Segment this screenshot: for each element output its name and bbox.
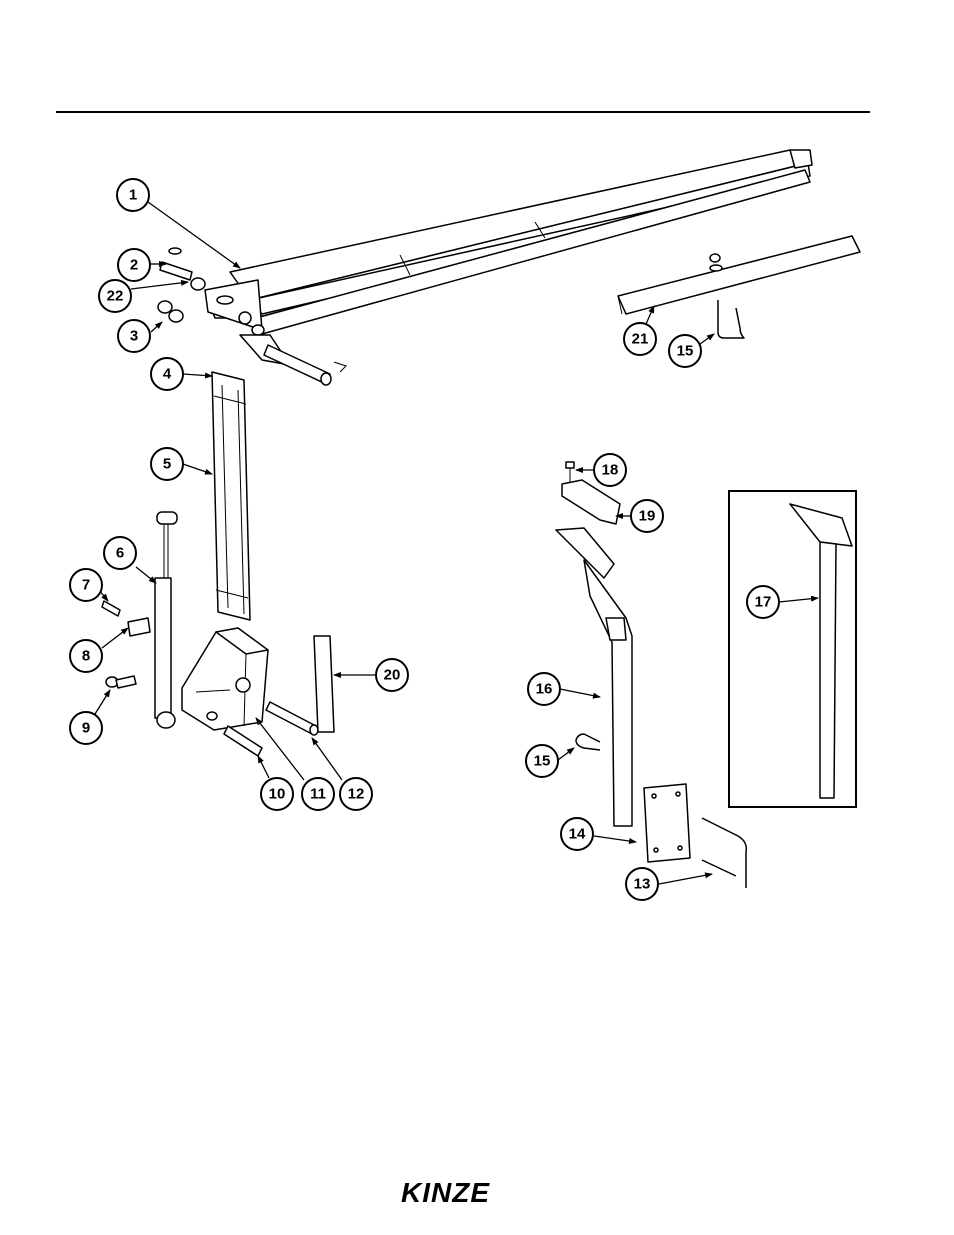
mounting-plate-drawing	[644, 784, 690, 862]
callout-21: 21	[624, 323, 656, 355]
cylinder-drawing	[155, 512, 177, 728]
pin-drawing	[266, 702, 318, 735]
callout-14: 14	[561, 818, 593, 850]
u-bolt-drawing	[576, 734, 600, 750]
svg-text:9: 9	[82, 720, 90, 737]
svg-text:19: 19	[639, 508, 656, 525]
stand-drawing	[556, 528, 632, 826]
u-bolt-drawing	[702, 818, 746, 888]
callout-2: 2	[118, 249, 150, 281]
svg-text:14: 14	[569, 826, 586, 843]
callout-12: 12	[340, 778, 372, 810]
callout-7: 7	[70, 569, 102, 601]
svg-text:2: 2	[130, 257, 138, 274]
svg-text:6: 6	[116, 545, 124, 562]
svg-text:18: 18	[602, 462, 619, 479]
svg-text:13: 13	[634, 876, 651, 893]
svg-text:8: 8	[82, 648, 90, 665]
bolt-drawing	[566, 462, 574, 482]
washer-drawing	[191, 278, 205, 290]
svg-text:15: 15	[534, 753, 551, 770]
bushing-drawing	[169, 310, 183, 322]
leader-lines	[95, 202, 818, 884]
svg-text:21: 21	[632, 331, 649, 348]
bolt-drawing	[102, 601, 120, 616]
callout-19: 19	[631, 500, 663, 532]
clip-drawing	[128, 618, 150, 636]
bolt-drawing	[106, 676, 136, 688]
pin-drawing	[224, 726, 262, 756]
square-bar-drawing	[618, 236, 860, 314]
callout-6: 6	[104, 537, 136, 569]
svg-text:1: 1	[129, 187, 137, 204]
svg-text:17: 17	[755, 594, 772, 611]
callout-17: 17	[747, 586, 779, 618]
svg-text:5: 5	[163, 456, 171, 473]
svg-text:16: 16	[536, 681, 553, 698]
long-pin-drawing	[264, 345, 346, 385]
plate-drawing	[314, 636, 334, 732]
callout-18: 18	[594, 454, 626, 486]
callout-11: 11	[302, 778, 334, 810]
u-bolt-drawing	[718, 300, 744, 338]
callout-15: 15	[526, 745, 558, 777]
callout-9: 9	[70, 712, 102, 744]
callout-22: 22	[99, 280, 131, 312]
svg-text:10: 10	[269, 786, 286, 803]
bracket-drawing	[182, 628, 268, 730]
callout-13: 13	[626, 868, 658, 900]
link-bar-drawing	[212, 372, 250, 620]
callout-1: 1	[117, 179, 149, 211]
callout-4: 4	[151, 358, 183, 390]
callout-3: 3	[118, 320, 150, 352]
svg-text:3: 3	[130, 328, 138, 345]
callout-16: 16	[528, 673, 560, 705]
svg-text:11: 11	[310, 786, 326, 803]
callout-10: 10	[261, 778, 293, 810]
bushing-drawing	[158, 301, 172, 313]
svg-text:4: 4	[163, 366, 172, 383]
svg-text:20: 20	[384, 667, 401, 684]
svg-text:22: 22	[107, 288, 124, 305]
kinze-logo: KINZE	[401, 1177, 490, 1208]
svg-text:15: 15	[677, 343, 694, 360]
svg-text:7: 7	[82, 577, 90, 594]
callout-15: 15	[669, 335, 701, 367]
callout-20: 20	[376, 659, 408, 691]
svg-text:12: 12	[348, 786, 365, 803]
callout-5: 5	[151, 448, 183, 480]
callout-8: 8	[70, 640, 102, 672]
